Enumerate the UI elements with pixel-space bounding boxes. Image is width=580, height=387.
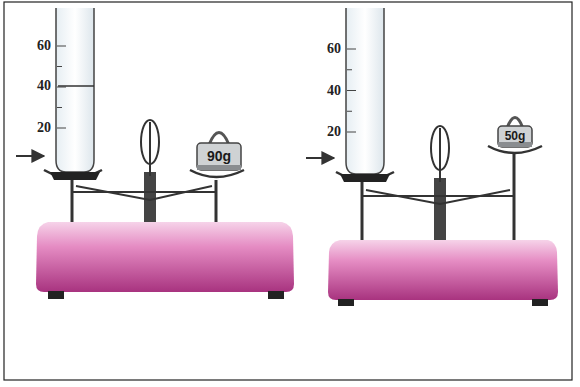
weight-label: 50g bbox=[505, 130, 526, 142]
scale-number: 20 bbox=[37, 121, 51, 135]
tick-mark bbox=[347, 111, 352, 112]
tick-mark bbox=[57, 107, 62, 108]
foot bbox=[268, 291, 284, 299]
scale-number: 20 bbox=[327, 125, 341, 139]
frame bbox=[4, 2, 572, 380]
pointer bbox=[149, 122, 151, 176]
arrow bbox=[306, 157, 334, 159]
pointer bbox=[439, 128, 441, 182]
liquid-level bbox=[58, 85, 94, 87]
left-balance bbox=[16, 8, 294, 299]
tick-mark bbox=[57, 46, 66, 47]
foot bbox=[338, 299, 354, 306]
weight: 50g bbox=[497, 116, 533, 148]
cylinder-foot bbox=[340, 174, 390, 182]
scale-number: 40 bbox=[327, 84, 341, 98]
tick-mark bbox=[57, 128, 66, 129]
right-balance bbox=[306, 8, 558, 306]
tick-mark bbox=[347, 90, 356, 91]
tick-mark bbox=[347, 49, 356, 50]
tick-mark bbox=[57, 87, 66, 88]
foot bbox=[532, 299, 548, 306]
pan bbox=[190, 170, 244, 177]
foot bbox=[48, 291, 64, 299]
graduated-cylinder bbox=[346, 8, 384, 174]
scale-number: 60 bbox=[327, 42, 341, 56]
balance-base bbox=[328, 240, 558, 300]
tick-mark bbox=[347, 132, 356, 133]
weight: 90g bbox=[196, 131, 242, 171]
graduated-cylinder bbox=[56, 8, 94, 172]
tick-mark bbox=[57, 66, 62, 67]
cylinder-foot bbox=[50, 172, 100, 180]
weight-label: 90g bbox=[207, 149, 231, 163]
tick-mark bbox=[347, 69, 352, 70]
arrow bbox=[16, 155, 44, 157]
scale-number: 40 bbox=[37, 79, 51, 93]
scale-number: 60 bbox=[37, 39, 51, 53]
balance-base bbox=[36, 222, 294, 292]
